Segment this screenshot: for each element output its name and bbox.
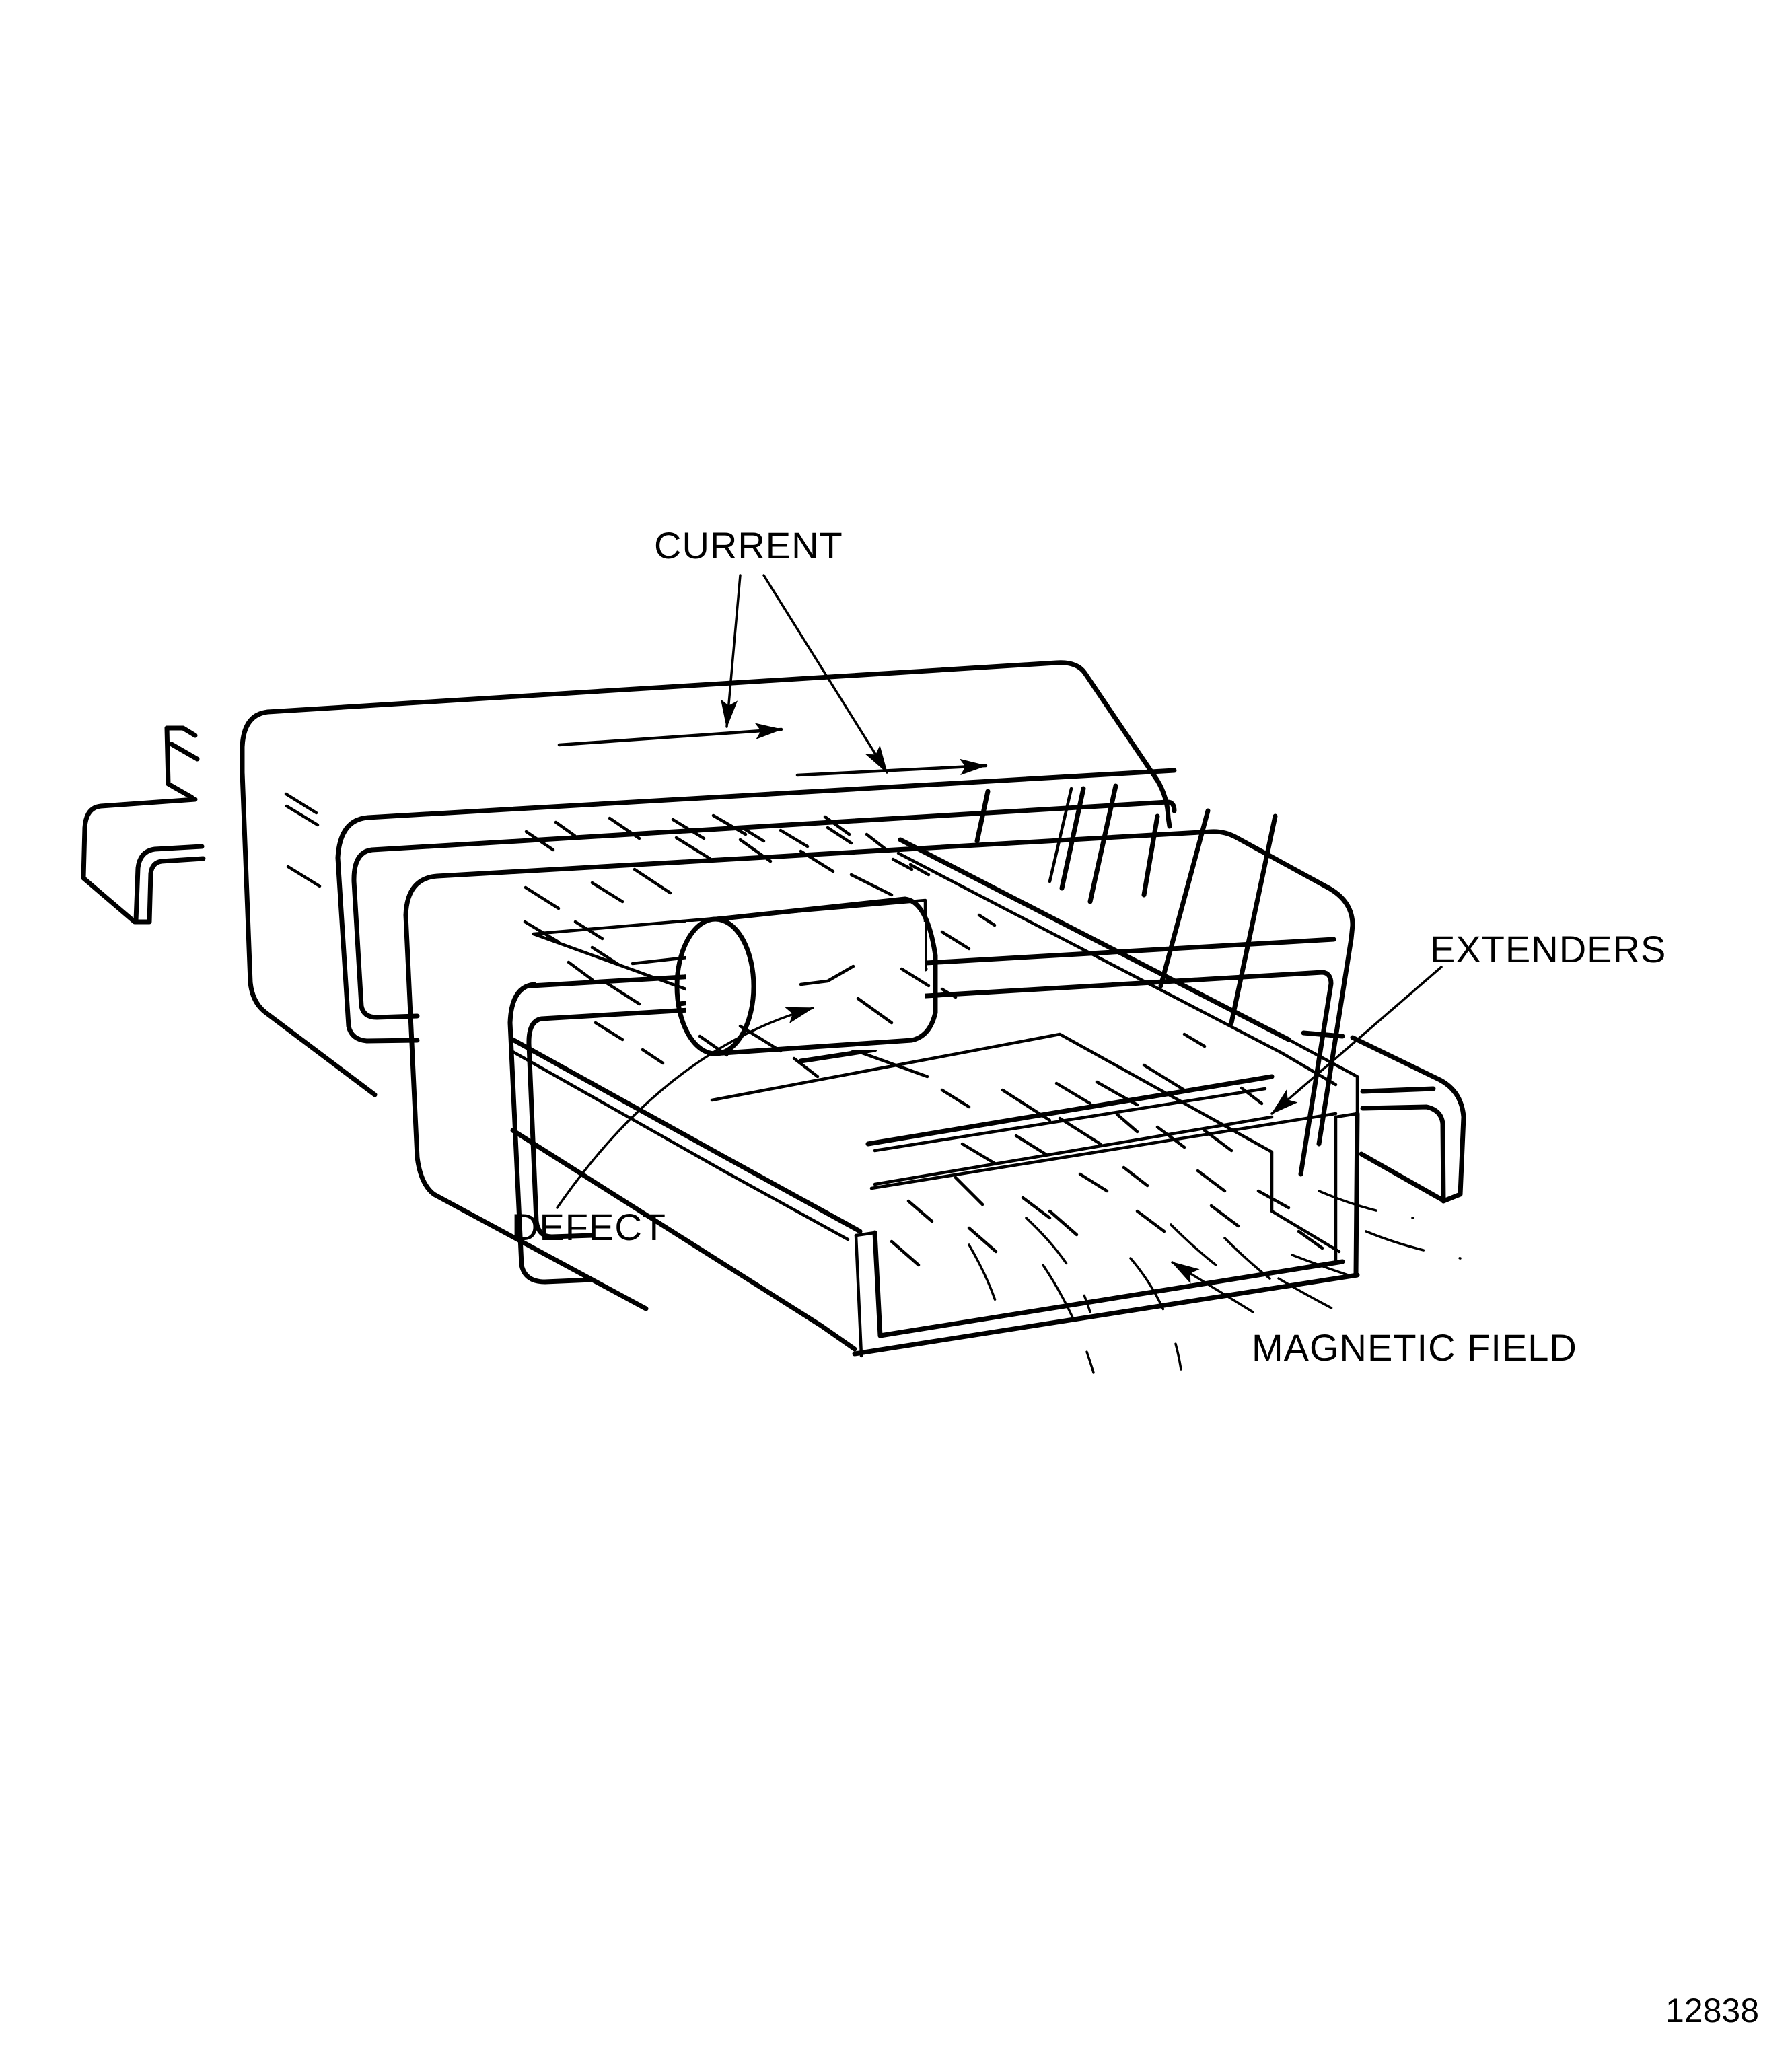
magnetic-field-leader [1171, 1261, 1254, 1313]
extenders-leader [1270, 966, 1443, 1115]
magnetic-field-label: MAGNETIC FIELD [1252, 1326, 1577, 1369]
channel-part [510, 837, 1360, 1358]
defect-label: DEFECT [511, 1206, 666, 1248]
defect-cylinder [674, 896, 938, 1056]
current-arrow-rear-coil [557, 723, 783, 747]
current-leader-1 [720, 574, 742, 729]
right-extender [1301, 1030, 1466, 1204]
current-direction-arrows [557, 723, 988, 777]
defect-leader [556, 1007, 815, 1209]
current-arrow-front-coil [795, 758, 988, 777]
extenders-label: EXTENDERS [1430, 928, 1666, 970]
left-extender [81, 725, 322, 925]
flux-hatching [523, 813, 1324, 1267]
magnetic-field-lines [968, 1190, 1462, 1374]
figure-number: 12838 [1665, 1992, 1759, 2029]
middle-coil [335, 768, 1177, 1044]
leader-lines [556, 574, 1443, 1313]
front-coil [403, 783, 1355, 1311]
current-leader-2 [762, 574, 888, 774]
current-label: CURRENT [654, 524, 843, 567]
